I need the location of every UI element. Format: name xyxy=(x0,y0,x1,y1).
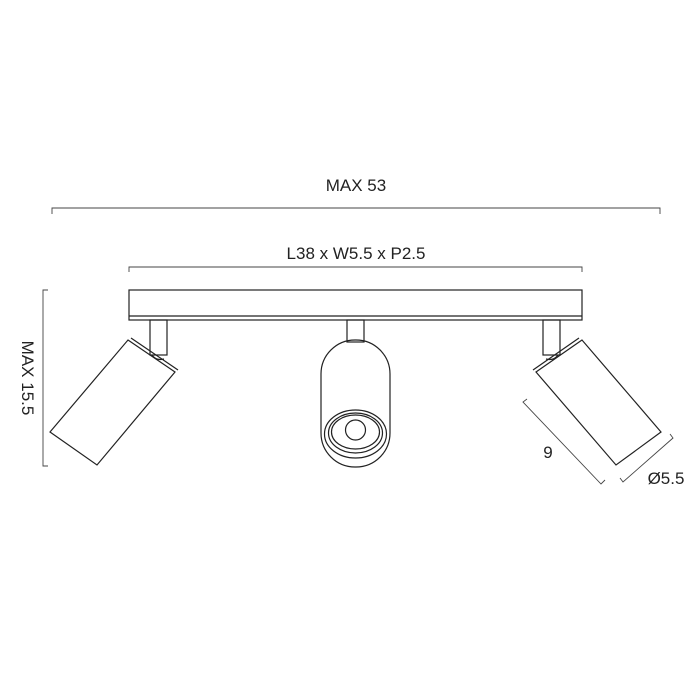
shade-length-label: 9 xyxy=(543,443,552,462)
center-spot-shade xyxy=(320,339,391,468)
shade-length-dimension: 9 xyxy=(522,398,606,485)
max-width-dimension: MAX 53 xyxy=(51,176,661,214)
right-spot-shade xyxy=(532,337,662,466)
shade-diameter-dimension: Ø5.5 xyxy=(619,433,685,488)
center-stem xyxy=(346,319,365,343)
shade-diameter-label: Ø5.5 xyxy=(648,469,685,488)
base-dimension: L38 x W5.5 x P2.5 xyxy=(128,244,583,272)
max-height-label: MAX 15.5 xyxy=(18,341,37,416)
left-stem xyxy=(149,319,168,356)
base-size-label: L38 x W5.5 x P2.5 xyxy=(287,244,426,263)
right-stem xyxy=(542,319,561,356)
max-height-dimension: MAX 15.5 xyxy=(18,289,48,467)
max-width-label: MAX 53 xyxy=(326,176,386,195)
left-spot-shade xyxy=(49,337,179,466)
